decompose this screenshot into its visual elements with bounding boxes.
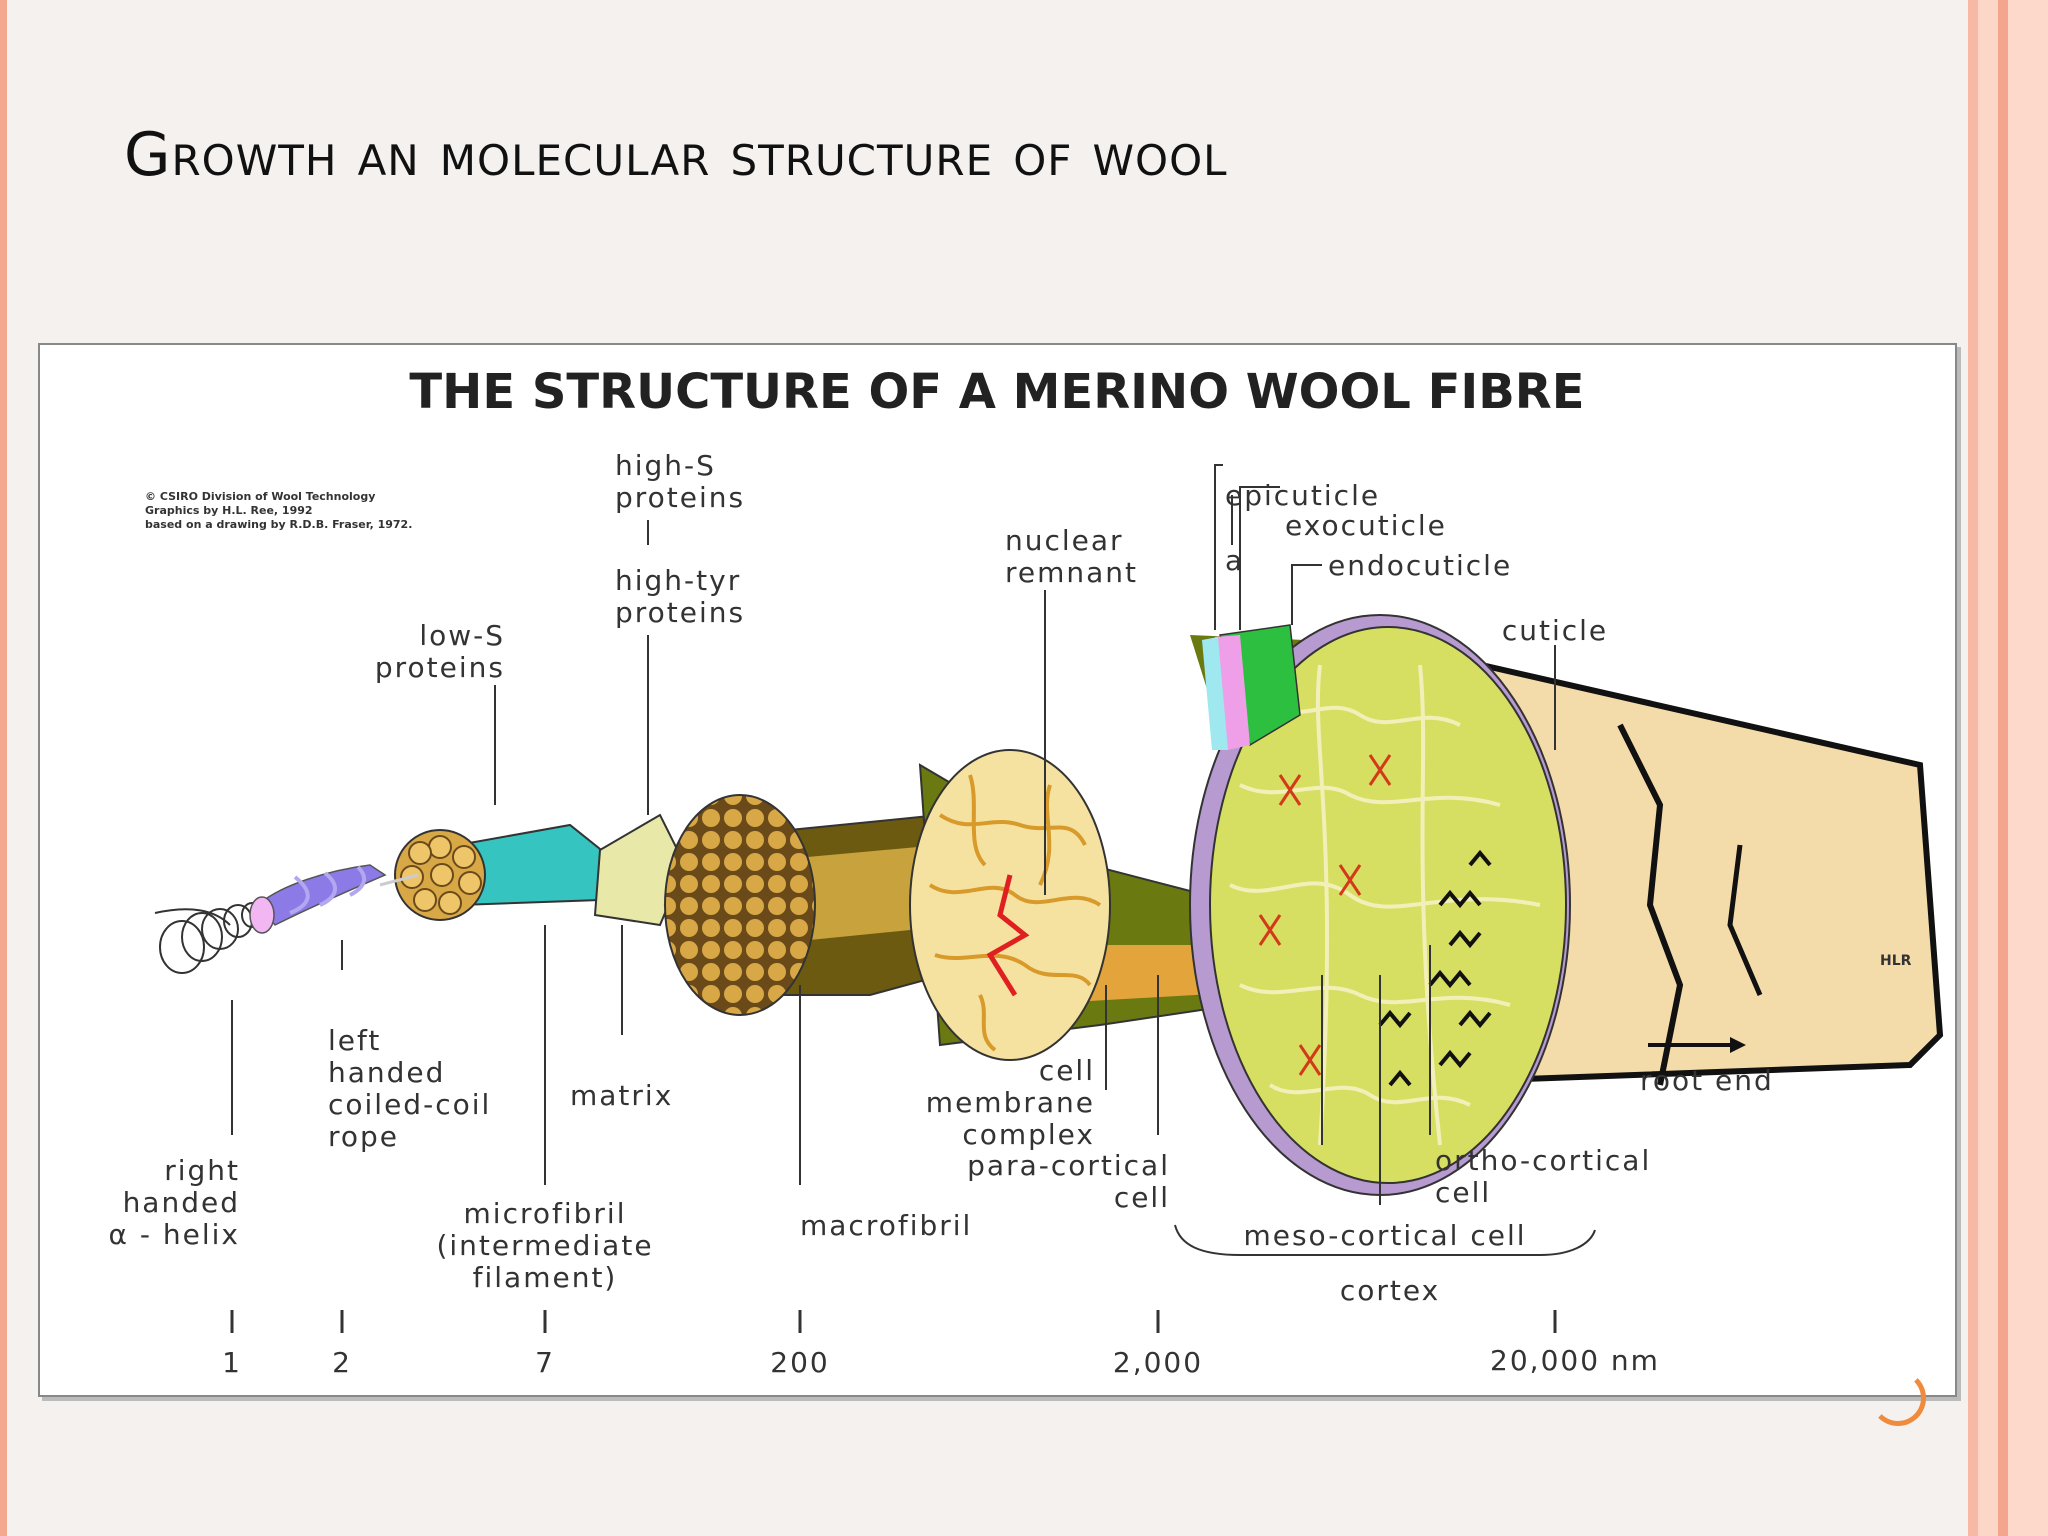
credit-line: based on a drawing by R.D.B. Fraser, 197… [145, 518, 412, 531]
wool-fibre-figure: THE STRUCTURE OF A MERINO WOOL FIBRE © C… [38, 343, 1957, 1397]
label-epicuticle: epicuticle [1225, 479, 1380, 512]
coiled-coil-rope-shape [249, 864, 387, 934]
label-matrix: matrix [570, 1079, 673, 1112]
fibre-cross-section-shape [1189, 614, 1944, 1196]
alpha-helix-shape [154, 902, 263, 974]
scale-label: 7 [535, 1346, 555, 1379]
scale-label: 1 [222, 1346, 242, 1379]
scale-label: 200 [770, 1346, 829, 1379]
label-exocuticle: exocuticle [1285, 509, 1447, 542]
credit-block: © CSIRO Division of Wool Technology Grap… [145, 490, 412, 531]
root-end-arrow [1648, 1037, 1746, 1053]
credit-line: © CSIRO Division of Wool Technology [145, 490, 375, 503]
label-macrofibril: macrofibril [800, 1209, 972, 1242]
credit-line: Graphics by H.L. Ree, 1992 [145, 504, 313, 517]
scale-label: 2 [332, 1346, 352, 1379]
label-initials: HLR [1880, 953, 1912, 969]
macrofibril-shape [663, 794, 982, 1016]
size-scale: 1 2 7 200 2,000 20,000 nm [222, 1310, 1660, 1379]
orange-arc-decoration [1870, 1370, 1926, 1426]
label-cortex: cortex [1340, 1274, 1440, 1307]
label-a-layer: a [1225, 544, 1244, 577]
right-border [1968, 0, 2048, 1536]
label-cuticle: cuticle [1502, 614, 1608, 647]
leader-lines [231, 464, 1596, 1256]
figure-heading: THE STRUCTURE OF A MERINO WOOL FIBRE [409, 364, 1584, 420]
slide-title: Growth an molecular structure of wool [124, 120, 1228, 190]
left-border [0, 0, 7, 1536]
label-endocuticle: endocuticle [1328, 549, 1512, 582]
label-root-end: root end [1640, 1064, 1774, 1097]
label-meso-cortical-cell: meso-cortical cell [1243, 1219, 1526, 1252]
fibre-diagram: THE STRUCTURE OF A MERINO WOOL FIBRE © C… [109, 364, 1944, 1379]
scale-label: 20,000 nm [1490, 1344, 1660, 1377]
microfibril-shape [379, 823, 622, 921]
scale-label: 2,000 [1113, 1346, 1203, 1379]
